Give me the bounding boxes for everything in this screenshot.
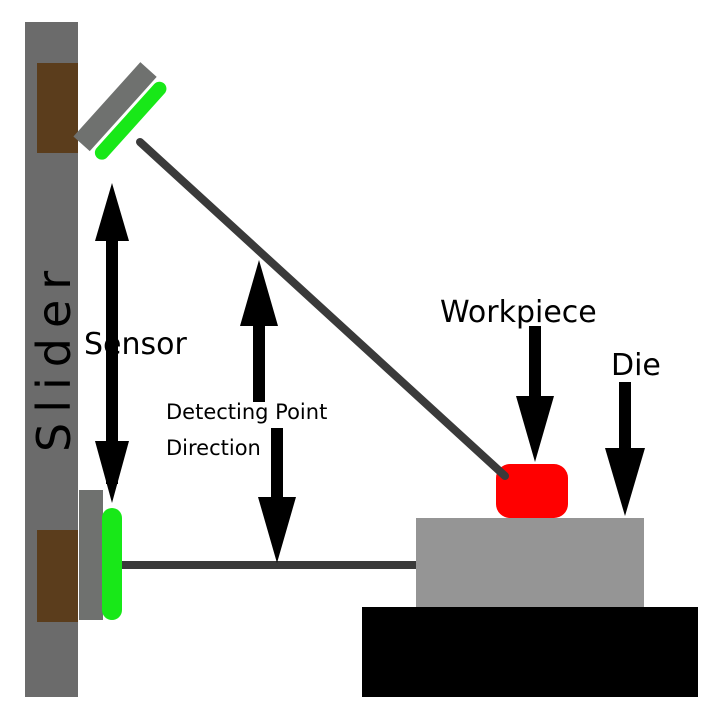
bottom-sensor-face [102,508,122,620]
workpiece-label: Workpiece [440,295,597,330]
top-sensor [73,62,167,160]
arrow-icon [95,183,129,503]
die-label: Die [611,348,661,383]
slider-pad-top [37,63,78,153]
direction-label: Direction [166,436,261,460]
sensor-label: Sensor [84,327,187,362]
arrow-icon [258,428,296,563]
arrow-icon [605,382,645,516]
slider-label: Slider [27,261,81,452]
arrow-icon [240,260,278,402]
arrow-icon [516,326,554,462]
top-sensor-face [94,81,167,160]
diagonal-beam [136,138,509,480]
slider-pad-bottom [37,530,78,622]
base-block [362,607,698,697]
top-sensor-body [73,62,157,152]
detecting-point-label: Detecting Point [166,400,327,424]
bottom-sensor-body [79,490,103,620]
die-block [416,518,644,607]
workpiece-block [496,464,568,518]
